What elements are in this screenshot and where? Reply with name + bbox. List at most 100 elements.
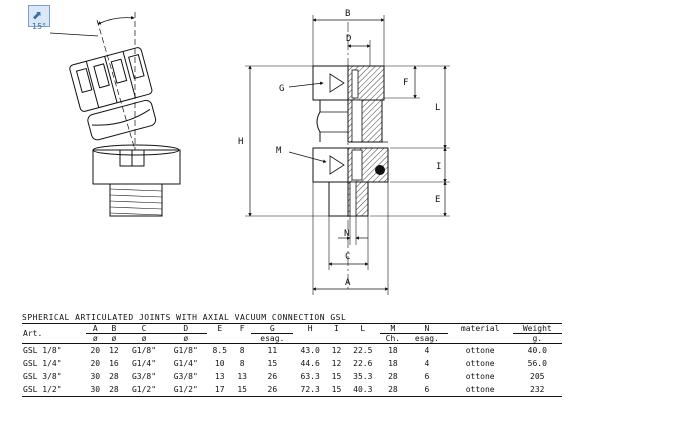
cell-l: 22.5 <box>353 346 373 355</box>
col-c: C <box>141 324 147 333</box>
cell-g: 26 <box>267 385 278 394</box>
col-c-sub: ø <box>141 334 147 343</box>
cell-m: 28 <box>388 385 398 394</box>
cell-g: 11 <box>267 346 278 355</box>
col-art: Art. <box>23 329 43 338</box>
cell-l: 35.3 <box>353 372 373 381</box>
cell-c: G1/2" <box>131 385 157 394</box>
dim-label-f: F <box>403 78 408 88</box>
cell-a: 30 <box>90 385 101 394</box>
col-n-sub: esag. <box>414 334 439 343</box>
col-b-sub: ø <box>111 334 117 343</box>
col-m: M <box>390 324 396 333</box>
col-a: A <box>92 324 98 333</box>
col-material: material <box>460 324 500 333</box>
cell-weight: 40.0 <box>527 346 547 355</box>
col-d: D <box>183 324 189 333</box>
header-sub-row: ø ø ø ø esag. Ch. esag. g. <box>22 333 562 344</box>
cell-art: GSL 3/8" <box>23 372 62 381</box>
enlarge-icon[interactable]: ⬈ <box>28 5 50 27</box>
cell-c: G3/8" <box>131 372 157 381</box>
col-n: N <box>424 324 430 333</box>
cell-d: G1/4" <box>173 359 198 368</box>
col-i: I <box>334 324 339 333</box>
cell-i: 15 <box>331 372 342 381</box>
cell-f: 15 <box>237 385 247 394</box>
col-g: G <box>269 324 275 333</box>
col-m-sub: Ch. <box>385 334 401 343</box>
table-row: GSL 1/4" 20 16 G1/4" G1/4" 10 8 15 44.6 … <box>22 357 562 370</box>
cell-a: 20 <box>90 359 101 368</box>
col-b: B <box>111 324 117 333</box>
cell-d: G1/8" <box>173 346 198 355</box>
col-d-sub: ø <box>183 334 189 343</box>
table-row: GSL 1/2" 30 28 G1/2" G1/2" 17 15 26 72.3… <box>22 383 562 397</box>
cell-h: 44.6 <box>300 359 320 368</box>
cell-g: 15 <box>267 359 278 368</box>
cell-e: 17 <box>214 385 225 394</box>
dim-label-c: C <box>345 252 350 262</box>
cell-n: 4 <box>424 359 430 368</box>
perspective-view <box>49 12 181 217</box>
cell-i: 12 <box>331 359 342 368</box>
cell-h: 63.3 <box>300 372 320 381</box>
cell-h: 43.0 <box>300 346 320 355</box>
cell-c: G1/8" <box>131 346 157 355</box>
section-view <box>245 15 450 295</box>
cell-l: 40.3 <box>353 385 373 394</box>
cell-b: 16 <box>109 359 119 368</box>
dim-label-g: G <box>279 84 284 94</box>
cell-weight: 232 <box>530 385 545 394</box>
table-row: GSL 3/8" 30 28 G3/8" G3/8" 13 13 26 63.3… <box>22 370 562 383</box>
cell-a: 20 <box>90 346 101 355</box>
col-weight: Weight <box>522 324 552 333</box>
cell-b: 28 <box>109 385 119 394</box>
table-row: GSL 1/8" 20 12 G1/8" G1/8" 8.5 8 11 43.0… <box>22 344 562 358</box>
technical-drawing: B D F G H L M I E N C A <box>49 9 450 295</box>
cell-weight: 205 <box>530 372 545 381</box>
dim-label-b: B <box>345 9 350 19</box>
cell-e: 13 <box>214 372 225 381</box>
cell-material: ottone <box>465 359 495 368</box>
cell-n: 6 <box>424 385 430 394</box>
cell-n: 6 <box>424 372 430 381</box>
dim-label-n: N <box>344 229 349 239</box>
cell-material: ottone <box>465 385 495 394</box>
cell-m: 18 <box>388 359 398 368</box>
dim-label-e: E <box>435 195 440 205</box>
cell-e: 10 <box>214 359 225 368</box>
dim-label-l: L <box>435 103 440 113</box>
cell-b: 28 <box>109 372 119 381</box>
cell-i: 15 <box>331 385 342 394</box>
arrow-icon: ⬈ <box>32 8 43 22</box>
dim-label-i: I <box>436 162 441 172</box>
cell-d: G1/2" <box>173 385 198 394</box>
col-f: F <box>239 324 245 333</box>
cell-art: GSL 1/2" <box>23 385 62 394</box>
table-title: SPHERICAL ARTICULATED JOINTS WITH AXIAL … <box>22 313 347 322</box>
col-h: H <box>307 324 313 333</box>
cell-f: 13 <box>237 372 247 381</box>
cell-l: 22.6 <box>353 359 373 368</box>
dim-label-d: D <box>346 34 351 44</box>
dim-label-m: M <box>276 146 282 156</box>
col-weight-sub: g. <box>532 334 543 343</box>
cell-m: 28 <box>388 372 398 381</box>
cell-e: 8.5 <box>212 346 227 355</box>
col-l: L <box>360 324 366 333</box>
cell-n: 4 <box>424 346 430 355</box>
cell-f: 8 <box>239 346 245 355</box>
angle-label: 15° <box>32 22 47 31</box>
cell-g: 26 <box>267 372 278 381</box>
header-row: Art. A B C D E F G H I L M N material We… <box>22 323 562 338</box>
col-g-sub: esag. <box>260 334 285 343</box>
cell-c: G1/4" <box>131 359 157 368</box>
cell-material: ottone <box>465 346 495 355</box>
cell-h: 72.3 <box>300 385 320 394</box>
cell-art: GSL 1/8" <box>23 346 62 355</box>
cell-art: GSL 1/4" <box>23 359 62 368</box>
cell-m: 18 <box>388 346 398 355</box>
spec-table: Art. A B C D E F G H I L M N material We… <box>22 323 562 397</box>
col-a-sub: ø <box>92 334 98 343</box>
dim-label-h: H <box>238 137 243 147</box>
